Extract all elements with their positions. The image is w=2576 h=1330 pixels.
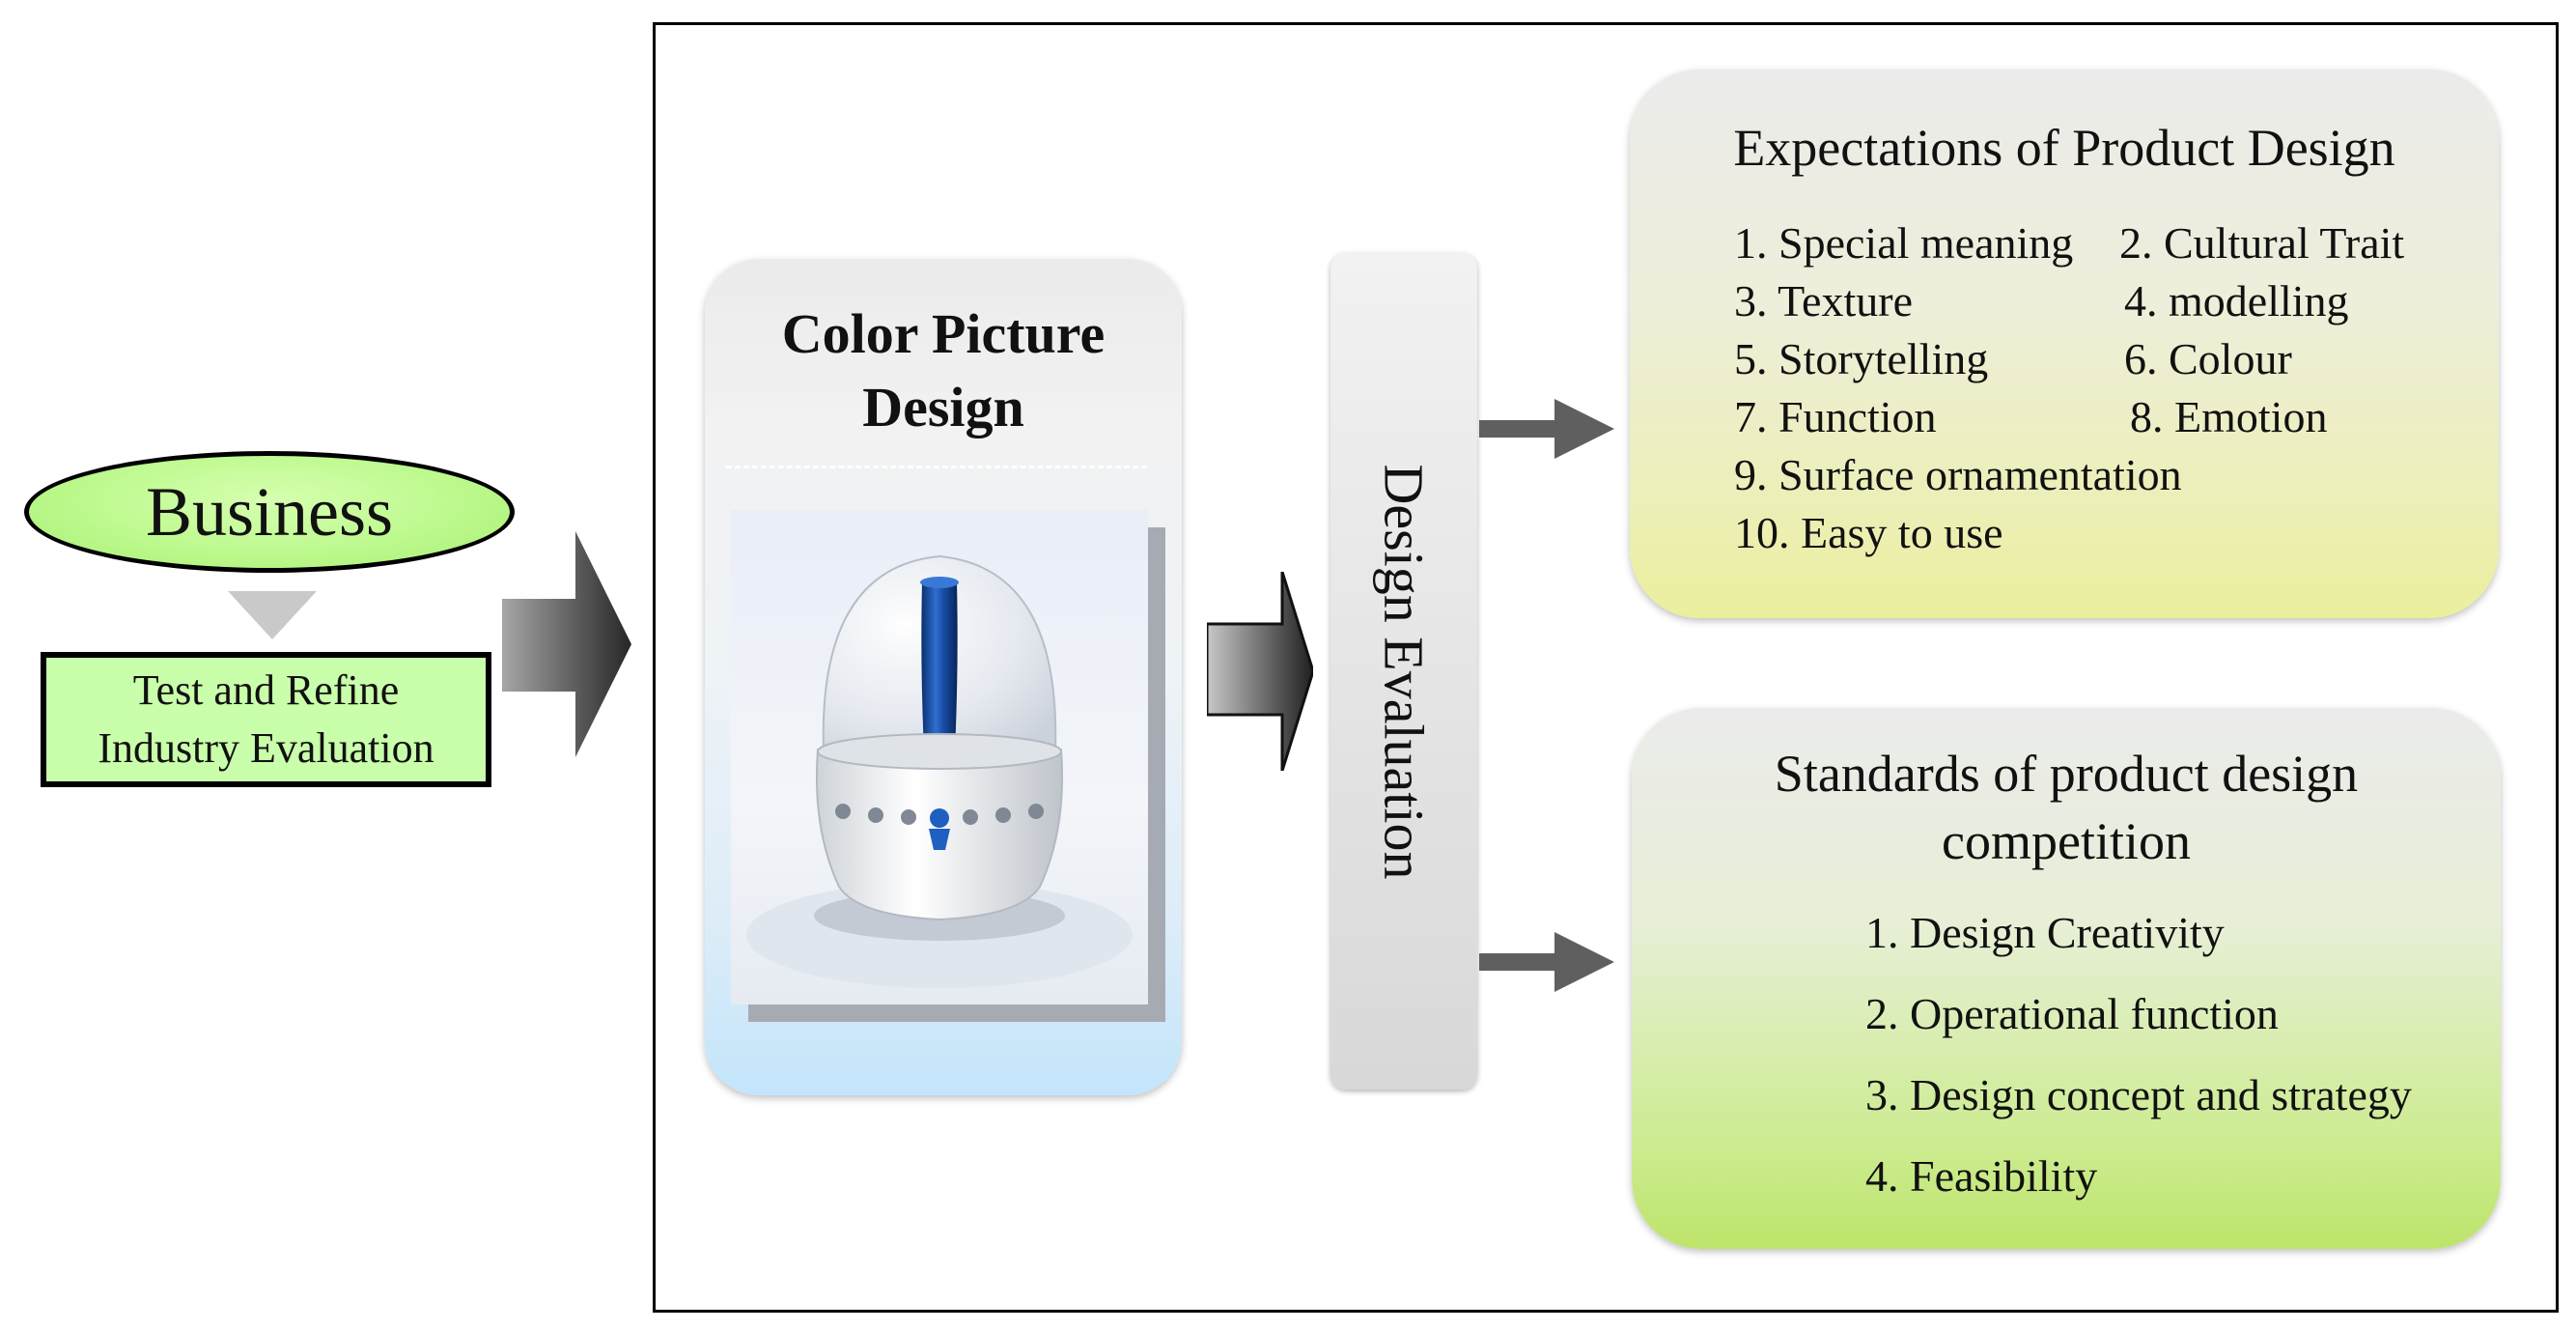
expectation-item: 1. Special meaning xyxy=(1734,218,2074,268)
standards-title-line1: Standards of product design xyxy=(1774,745,2359,803)
expectations-title: Expectations of Product Design xyxy=(1733,119,2395,177)
expectation-item: 8. Emotion xyxy=(2130,392,2328,441)
standard-item: 4. Feasibility xyxy=(1865,1151,2098,1201)
standards-box xyxy=(1632,708,2501,1249)
humidifier-product-image xyxy=(746,554,1133,988)
test-refine-line2: Industry Evaluation xyxy=(98,724,434,772)
mid-right-arrow-icon xyxy=(1207,572,1313,771)
design-evaluation-label-wrap: Design Evaluation xyxy=(1330,253,1477,1089)
standards-title-line2: competition xyxy=(1942,812,2191,870)
expectation-item: 3. Texture xyxy=(1734,276,1913,325)
business-ellipse: Business xyxy=(24,451,515,573)
standard-item: 3. Design concept and strategy xyxy=(1865,1070,2412,1119)
product-photo xyxy=(731,510,1148,1005)
expectation-item: 5. Storytelling xyxy=(1734,334,1989,383)
standard-item: 1. Design Creativity xyxy=(1865,908,2225,957)
expectation-item: 6. Colour xyxy=(2124,334,2292,383)
design-evaluation-bar xyxy=(1330,253,1477,1089)
design-evaluation-label: Design Evaluation xyxy=(1372,463,1436,880)
standard-item: 2. Operational function xyxy=(1865,989,2279,1038)
dashed-divider xyxy=(726,466,1147,468)
evaluation-frame xyxy=(653,22,2559,1313)
upper-right-arrow-icon xyxy=(1479,399,1614,459)
color-picture-title: Color Picture Design xyxy=(705,297,1182,444)
color-picture-title-line2: Design xyxy=(862,376,1024,439)
color-picture-title-line1: Color Picture xyxy=(781,302,1106,365)
expectation-item: 4. modelling xyxy=(2124,276,2349,325)
expectation-item: 7. Function xyxy=(1734,392,1937,441)
standards-title: Standards of product design competition xyxy=(1632,740,2501,875)
expectation-item: 2. Cultural Trait xyxy=(2119,218,2405,268)
lower-right-arrow-icon xyxy=(1479,932,1614,992)
big-right-arrow-icon xyxy=(502,531,631,757)
test-refine-box: Test and Refine Industry Evaluation xyxy=(41,652,491,787)
expectation-item: 9. Surface ornamentation xyxy=(1734,450,2182,499)
expectations-box xyxy=(1630,70,2499,618)
business-label: Business xyxy=(145,472,394,551)
expectation-item: 10. Easy to use xyxy=(1734,508,2003,557)
down-triangle-icon xyxy=(228,591,317,639)
test-refine-line1: Test and Refine xyxy=(132,666,400,714)
